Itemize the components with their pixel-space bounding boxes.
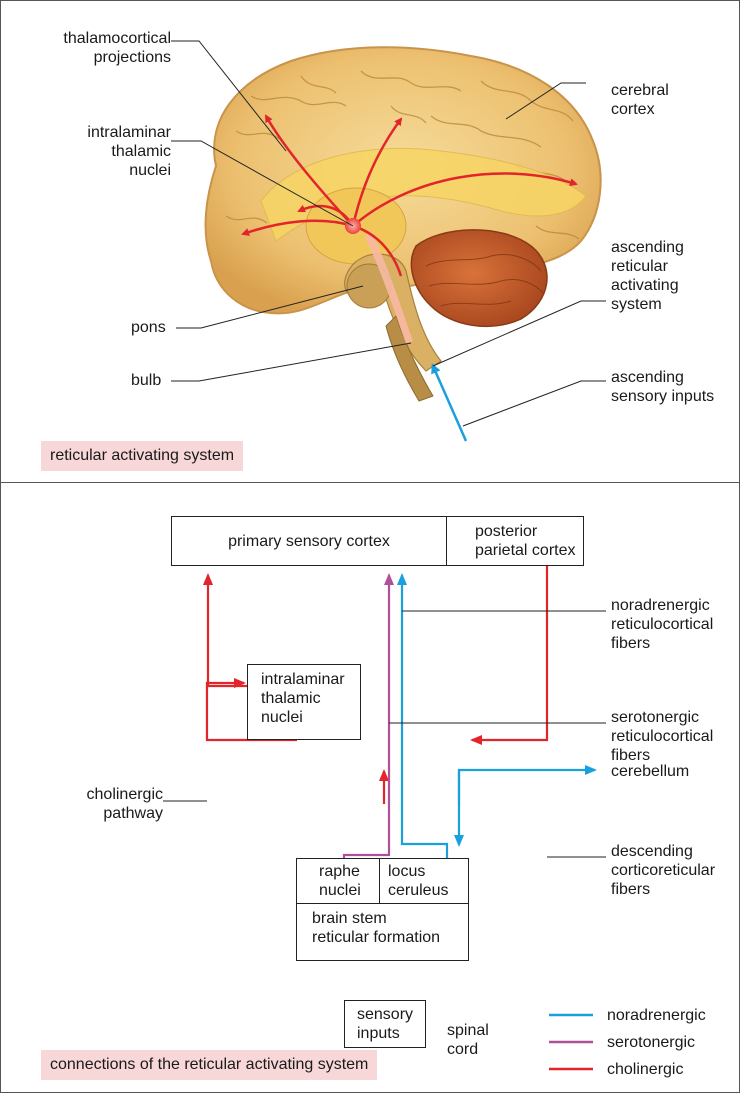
box-intralaminar-thalamic-nuclei: intralaminar thalamic nuclei — [247, 664, 361, 740]
box-brain-stem-reticular-formation: brain stem reticular formation — [296, 903, 469, 961]
label-ascending-reticular-activating-system: ascending reticular activating system — [611, 238, 684, 314]
label-cholinergic-pathway: cholinergic pathway — [68, 785, 163, 823]
network-panel: primary sensory cortex posterior parieta… — [0, 483, 740, 1093]
legend-label-serotonergic: serotonergic — [607, 1033, 695, 1052]
label-pons: pons — [131, 318, 166, 337]
label-bulb: bulb — [131, 371, 161, 390]
caption-reticular-activating-system: reticular activating system — [41, 441, 243, 471]
sensory-input-arrow — [433, 366, 466, 441]
label-cerebellum: cerebellum — [611, 762, 689, 781]
label-thalamocortical-projections: thalamocortical projections — [41, 29, 171, 67]
label-ascending-sensory-inputs: ascending sensory inputs — [611, 368, 714, 406]
brain-panel: thalamocortical projections intralaminar… — [0, 0, 740, 483]
network-leader-lines — [163, 611, 606, 857]
caption-connections-reticular-activating-system: connections of the reticular activating … — [41, 1050, 377, 1080]
label-spinal-cord: spinal cord — [447, 1021, 489, 1059]
box-sensory-inputs: sensory inputs — [344, 1000, 426, 1048]
box-locus-ceruleus: locus ceruleus — [379, 858, 469, 904]
label-cerebral-cortex: cerebral cortex — [611, 81, 669, 119]
legend-label-cholinergic: cholinergic — [607, 1060, 683, 1079]
box-primary-sensory-cortex: primary sensory cortex — [171, 516, 447, 566]
box-posterior-parietal-cortex: posterior parietal cortex — [446, 516, 584, 566]
cerebellum-shape — [411, 230, 547, 326]
label-descending-corticoreticular-fibers: descending corticoreticular fibers — [611, 842, 715, 899]
legend-label-noradrenergic: noradrenergic — [607, 1006, 706, 1025]
cerebellum-arrow — [459, 770, 595, 805]
label-intralaminar-thalamic-nuclei: intralaminar thalamic nuclei — [61, 123, 171, 180]
noradrenergic-route — [402, 575, 447, 858]
label-noradrenergic-reticulocortical-fibers: noradrenergic reticulocortical fibers — [611, 596, 713, 653]
box-raphe-nuclei: raphe nuclei — [296, 858, 380, 904]
label-serotonergic-reticulocortical-fibers: serotonergic reticulocortical fibers — [611, 708, 713, 765]
